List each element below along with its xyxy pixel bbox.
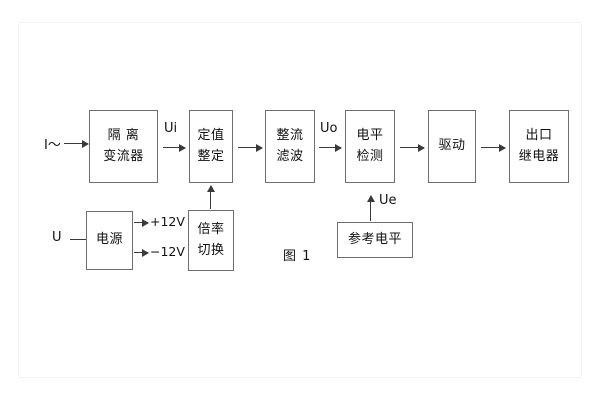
positive-rail-label: +12V	[150, 214, 185, 229]
block-isolation-transformer-line2: 变流器	[103, 148, 144, 164]
block-setting-value[interactable]: 定值 整定	[189, 110, 233, 183]
signal-uo-label: Uo	[320, 121, 338, 136]
negative-rail-label: −12V	[150, 244, 185, 259]
block-multiplier-switch[interactable]: 倍率 切换	[188, 210, 234, 271]
block-level-detect-line2: 检测	[356, 148, 384, 164]
block-isolation-transformer[interactable]: 隔 离 变流器	[89, 110, 158, 183]
figure-frame	[18, 22, 582, 378]
arrow-level-detect-to-driver	[400, 143, 425, 152]
block-power-supply-line1: 电源	[95, 232, 123, 248]
arrow-reference-to-level-detect	[366, 195, 375, 221]
figure-caption: 图 1	[283, 249, 312, 264]
arrow-isolation-to-setting	[163, 143, 186, 152]
arrow-positive-rail	[134, 218, 149, 227]
block-reference-level-line1: 参考电平	[347, 231, 402, 247]
arrow-negative-rail	[134, 248, 149, 257]
arrow-rectifier-to-level-detect	[319, 143, 342, 152]
arrow-setting-to-rectifier	[238, 143, 263, 152]
signal-ui-label: Ui	[164, 121, 178, 136]
block-reference-level[interactable]: 参考电平	[337, 222, 413, 258]
signal-ue-label: Ue	[379, 193, 397, 208]
block-level-detect[interactable]: 电平 检测	[345, 110, 395, 183]
block-rectifier-filter[interactable]: 整流 滤波	[265, 110, 315, 183]
block-multiplier-switch-line2: 切换	[197, 242, 225, 258]
voltage-input-label: U	[52, 230, 62, 245]
current-input-label: I～	[44, 138, 61, 153]
block-power-supply[interactable]: 电源	[86, 211, 133, 270]
block-setting-value-line1: 定值	[197, 128, 225, 144]
arrow-multiplier-to-setting	[206, 185, 215, 209]
block-isolation-transformer-line1: 隔 离	[107, 128, 140, 144]
block-driver-line1: 驱动	[438, 138, 466, 154]
block-driver[interactable]: 驱动	[428, 110, 476, 183]
block-setting-value-line2: 整定	[197, 148, 225, 164]
block-multiplier-switch-line1: 倍率	[197, 222, 225, 238]
arrow-current-to-isolation	[64, 139, 89, 148]
block-output-relay-line1: 出口	[525, 128, 553, 144]
arrow-driver-to-output-relay	[481, 143, 506, 152]
block-level-detect-line1: 电平	[356, 128, 384, 144]
block-rectifier-filter-line2: 滤波	[276, 148, 304, 164]
block-output-relay[interactable]: 出口 继电器	[509, 110, 569, 183]
block-rectifier-filter-line1: 整流	[276, 128, 304, 144]
block-output-relay-line2: 继电器	[518, 148, 560, 164]
